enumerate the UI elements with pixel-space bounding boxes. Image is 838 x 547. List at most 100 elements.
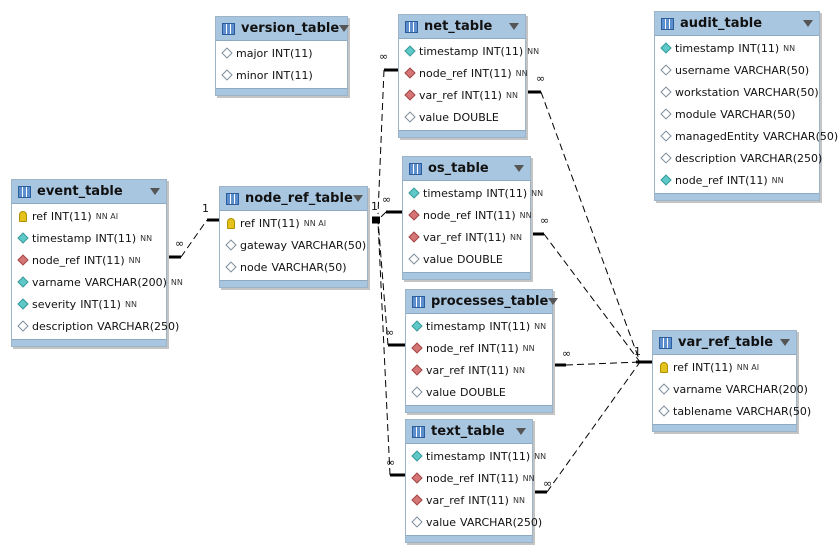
- column-name: node_ref: [675, 173, 723, 187]
- foreign-key-icon: [411, 472, 423, 484]
- column-type: VARCHAR(50): [743, 85, 819, 99]
- table-header[interactable]: event_table: [12, 180, 166, 204]
- table-header[interactable]: node_ref_table: [220, 187, 367, 211]
- column-name: node: [240, 260, 268, 274]
- table-header[interactable]: audit_table: [655, 12, 819, 36]
- collapse-arrow-icon[interactable]: [339, 25, 350, 32]
- column-name: username: [675, 63, 730, 77]
- column-flags: NN: [512, 365, 525, 375]
- foreign-key-icon: [411, 364, 423, 376]
- table-grid-icon: [661, 17, 674, 30]
- collapse-arrow-icon[interactable]: [803, 20, 813, 27]
- not-null-column-icon: [17, 276, 29, 288]
- collapse-arrow-icon[interactable]: [780, 339, 790, 346]
- column-type: INT(11): [486, 186, 528, 200]
- column-type: VARCHAR(50): [763, 129, 838, 143]
- collapse-arrow-icon[interactable]: [352, 195, 363, 202]
- table-header[interactable]: net_table: [399, 15, 525, 39]
- collapse-arrow-icon[interactable]: [516, 428, 526, 435]
- column-flags: NN: [534, 451, 547, 461]
- relationship-line-os-to-var_ref: [543, 233, 641, 363]
- relationship-line-text-to-var_ref: [546, 361, 641, 493]
- collapse-arrow-icon[interactable]: [548, 298, 559, 305]
- nullable-column-icon: [658, 405, 670, 417]
- nullable-column-icon: [404, 111, 416, 123]
- table-header[interactable]: text_table: [406, 420, 532, 444]
- table-header[interactable]: processes_table: [406, 290, 559, 314]
- column-flags: NN: [527, 46, 540, 56]
- column-name: ref: [673, 360, 688, 374]
- column-name: module: [675, 107, 717, 121]
- column-name: timestamp: [675, 41, 735, 55]
- collapse-arrow-icon[interactable]: [509, 23, 519, 30]
- collapse-arrow-icon[interactable]: [514, 165, 524, 172]
- table-header[interactable]: var_ref_table: [653, 331, 796, 355]
- one-cardinality-label: 1: [634, 345, 641, 358]
- collapse-arrow-icon[interactable]: [150, 188, 160, 195]
- column-type: DOUBLE: [460, 385, 506, 399]
- column-type: VARCHAR(50): [720, 107, 796, 121]
- column-name: var_ref: [423, 230, 462, 244]
- column-name: node_ref: [419, 66, 467, 80]
- column-type: INT(11): [726, 173, 768, 187]
- relationship-line-os-to-node_ref: [379, 211, 387, 219]
- table-header[interactable]: version_table: [216, 17, 350, 41]
- nullable-column-icon: [225, 261, 237, 273]
- relationship-line-net-to-node_ref: [377, 69, 385, 215]
- table-title: var_ref_table: [678, 335, 774, 350]
- column-type: INT(11): [470, 66, 512, 80]
- primary-key-icon: [227, 217, 235, 229]
- column-type: INT(11): [95, 231, 137, 245]
- one-cardinality-label: 1: [371, 200, 378, 213]
- table-grid-icon: [405, 20, 418, 33]
- table-header[interactable]: os_table: [403, 157, 530, 181]
